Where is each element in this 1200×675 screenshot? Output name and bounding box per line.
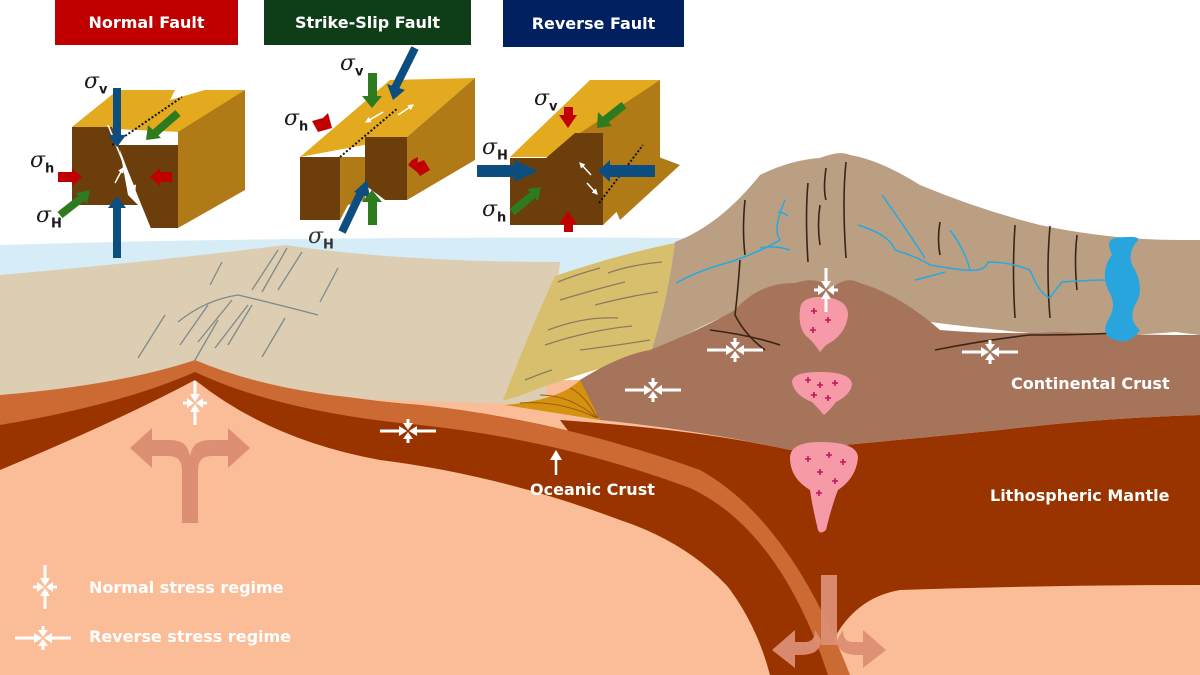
- sigma-H-label-reverse: σH: [482, 135, 508, 164]
- sigma-v-label-normal: σv: [84, 69, 108, 98]
- sigma-H-label-normal: σH: [36, 203, 62, 232]
- strike-slip-fault-block: [300, 46, 475, 234]
- sigma-v-label-strike-slip: σv: [340, 51, 364, 80]
- lithospheric-mantle: [560, 415, 1200, 675]
- fault-traces: [137, 247, 339, 361]
- accretionary-wedge: [503, 243, 675, 400]
- sigma-H-label-strike-slip: σH: [308, 224, 334, 253]
- normal-fault-block: [57, 88, 245, 258]
- sigma-h-label-normal: σh: [30, 148, 55, 177]
- sigma-h-label-reverse: σh: [482, 197, 507, 226]
- normal-fault-title: Normal Fault: [55, 0, 238, 45]
- continental-crust-label: Continental Crust: [1011, 374, 1170, 393]
- lake: [1104, 236, 1140, 342]
- reverse-fault-title: Reverse Fault: [503, 0, 684, 47]
- oceanic-crust-label: Oceanic Crust: [530, 480, 655, 499]
- lithospheric-mantle-label: Lithospheric Mantle: [990, 486, 1170, 505]
- sediment-plain: [0, 245, 560, 405]
- legend-normal-stress-label: Normal stress regime: [89, 578, 284, 597]
- rivers: [675, 194, 1111, 299]
- sigma-h-label-strike-slip: σh: [284, 106, 309, 135]
- sigma-v-label-reverse: σv: [534, 86, 558, 115]
- magma-bodies: [790, 297, 858, 533]
- oceanic-crust-upper: [0, 360, 850, 675]
- mountain: [650, 153, 1200, 355]
- upwelling-flow-arrow-left: [130, 428, 250, 523]
- legend-reverse-stress-label: Reverse stress regime: [89, 627, 292, 646]
- downwelling-flow-arrow-right: [772, 575, 886, 668]
- strike-slip-fault-title: Strike-Slip Fault: [264, 0, 471, 45]
- reverse-fault-block: [477, 80, 680, 232]
- continental-crust: [580, 280, 1200, 450]
- mountain-cracks: [709, 161, 1117, 351]
